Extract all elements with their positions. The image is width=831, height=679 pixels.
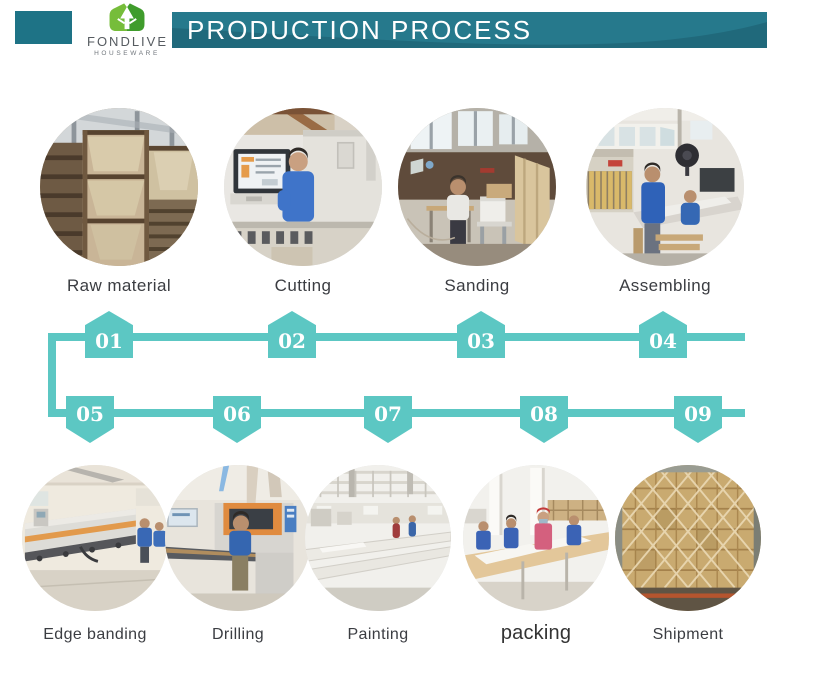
- step-badge-06: 06: [213, 396, 261, 443]
- painting-photo: [305, 465, 451, 611]
- step-badge-09: 09: [674, 396, 722, 443]
- title-banner: PRODUCTION PROCESS: [172, 12, 767, 48]
- caption-packing: packing: [500, 622, 572, 644]
- brand-subtitle: HOUSEWARE: [94, 50, 160, 57]
- drilling-photo: [165, 465, 311, 611]
- company-logo: FONDLIVE HOUSEWARE: [87, 0, 167, 57]
- sanding-photo: [398, 108, 556, 266]
- step-badge-01: 01: [85, 311, 133, 358]
- photo-packing: [463, 465, 609, 611]
- raw-material-photo: [40, 108, 198, 266]
- caption-sanding: Sanding: [444, 276, 510, 295]
- caption-drilling: Drilling: [211, 626, 265, 643]
- flow-connector-vertical: [48, 333, 56, 417]
- brand-name: FONDLIVE: [87, 34, 169, 49]
- caption-painting: Painting: [347, 626, 409, 643]
- leaf-arrow-logo-icon: [109, 0, 145, 32]
- banner-swoosh-shape: [172, 22, 767, 48]
- step-badge-08: 08: [520, 396, 568, 443]
- photo-painting: [305, 465, 451, 611]
- page-title: PRODUCTION PROCESS: [187, 15, 533, 45]
- header-accent-rect: [15, 11, 72, 44]
- photo-cutting: [224, 108, 382, 266]
- step-badge-03: 03: [457, 311, 505, 358]
- step-badge-07: 07: [364, 396, 412, 443]
- shipment-photo: [615, 465, 761, 611]
- step-badge-04: 04: [639, 311, 687, 358]
- edge-banding-photo: [22, 465, 168, 611]
- photo-edge-banding: [22, 465, 168, 611]
- assembling-photo: [586, 108, 744, 266]
- cutting-photo: [224, 108, 382, 266]
- photo-raw-material: [40, 108, 198, 266]
- photo-drilling: [165, 465, 311, 611]
- step-badge-02: 02: [268, 311, 316, 358]
- caption-cutting: Cutting: [274, 276, 332, 295]
- caption-assembling: Assembling: [619, 276, 711, 295]
- photo-sanding: [398, 108, 556, 266]
- photo-shipment: [615, 465, 761, 611]
- step-badge-05: 05: [66, 396, 114, 443]
- flow-line-top: [48, 333, 745, 341]
- packing-photo: [463, 465, 609, 611]
- caption-edge-banding: Edge banding: [43, 626, 147, 643]
- caption-shipment: Shipment: [652, 626, 724, 643]
- photo-assembling: [586, 108, 744, 266]
- caption-raw-material: Raw material: [67, 276, 171, 295]
